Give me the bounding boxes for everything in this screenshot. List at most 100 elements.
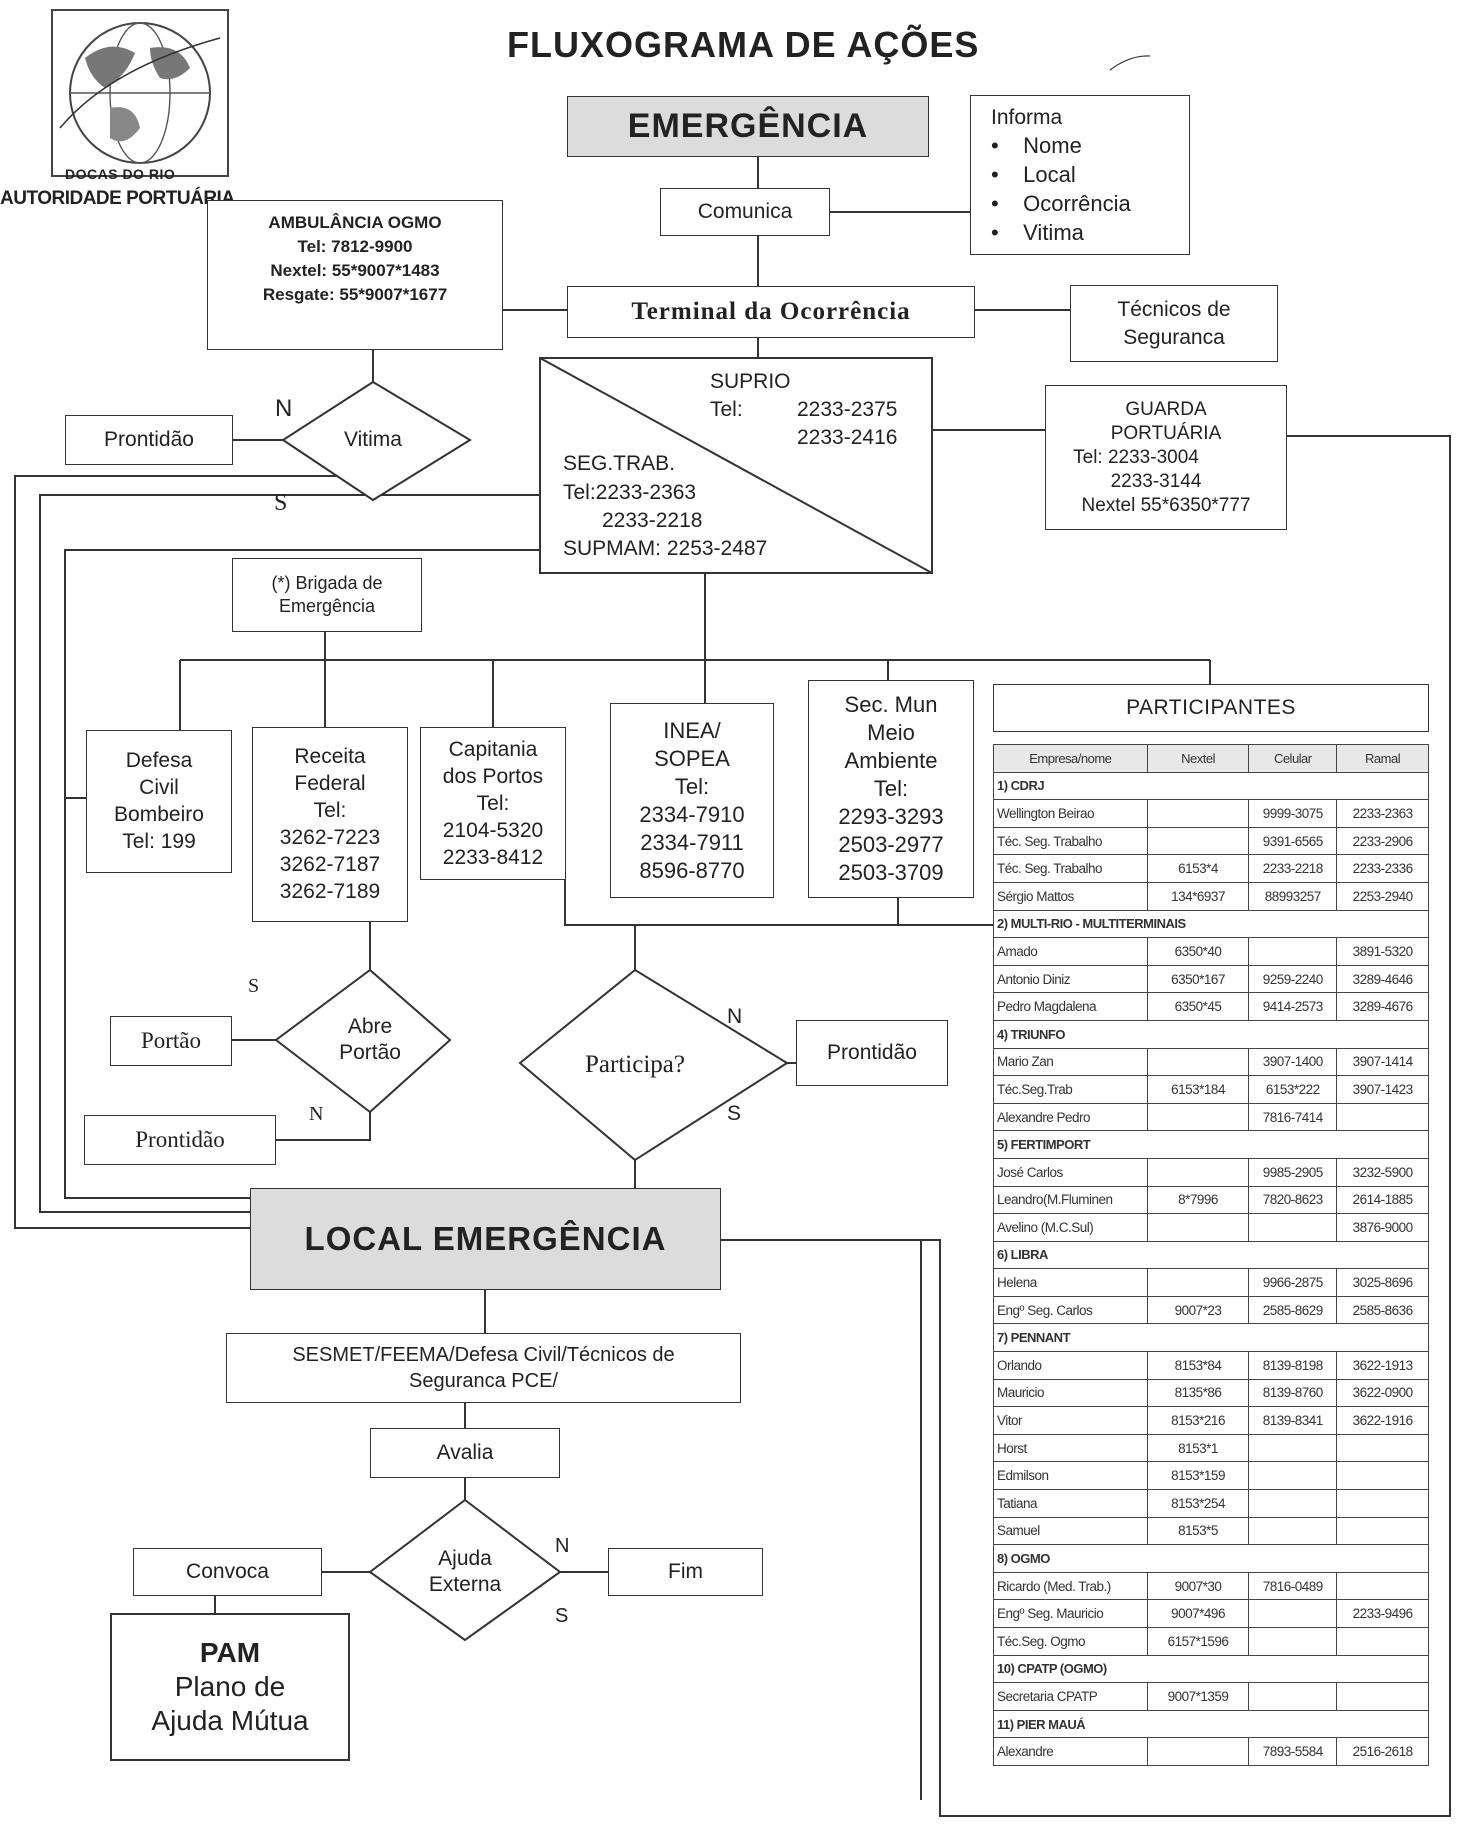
table-cell: Wellington Beirao <box>993 799 1148 828</box>
participantes-box: PARTICIPANTES <box>993 684 1429 732</box>
abre-portao-diamond <box>274 968 452 1114</box>
guarda-box: GUARDA PORTUÁRIA Tel: 2233-3004 2233-314… <box>1045 385 1287 530</box>
brigada-line2: Emergência <box>278 596 376 616</box>
sec-mun-line: 2293-3293 <box>838 804 944 829</box>
participa-label-wrap: Participa? <box>560 1045 710 1085</box>
table-group-label: 8) OGMO <box>993 1544 1429 1573</box>
receita-line: Federal <box>294 772 366 795</box>
supmam-label: SUPMAM: 2253-2487 <box>563 537 768 560</box>
sec-mun-line: Ambiente <box>844 748 938 773</box>
table-header-cell: Nextel <box>1146 744 1250 773</box>
sec-mun-line: Meio <box>867 720 915 745</box>
guarda-nextel: Nextel 55*6350*777 <box>1081 494 1251 516</box>
table-cell: Téc. Seg. Trabalho <box>993 854 1148 883</box>
receita-box: Receita Federal Tel: 3262-7223 3262-7187… <box>252 727 408 922</box>
table-cell: 2233-2336 <box>1336 854 1429 883</box>
ambulancia-title: AMBULÂNCIA OGMO <box>268 213 442 232</box>
globe-icon <box>51 9 229 177</box>
table-cell: 2253-2940 <box>1336 881 1429 911</box>
inea-line: 2334-7910 <box>639 801 745 827</box>
receita-line: 3262-7189 <box>279 880 381 903</box>
table-cell <box>1336 1627 1429 1656</box>
table-cell: Téc.Seg. Ogmo <box>993 1627 1148 1656</box>
suprio-tel-label: Tel: <box>710 398 743 421</box>
defesa-civil-box: Defesa Civil Bombeiro Tel: 199 <box>86 730 232 873</box>
table-cell: 8153*216 <box>1146 1406 1250 1435</box>
table-cell <box>1336 1516 1429 1546</box>
tecnicos-line1: Técnicos de <box>1117 297 1231 321</box>
sesmet-box: SESMET/FEEMA/Defesa Civil/Técnicos de Se… <box>226 1333 741 1403</box>
table-cell: 8153*254 <box>1146 1489 1250 1518</box>
table-cell: Téc.Seg.Trab <box>993 1075 1148 1104</box>
terminal-label: Terminal da Ocorrência <box>631 298 911 325</box>
table-cell: José Carlos <box>993 1157 1148 1187</box>
inea-line: Tel: <box>674 773 710 799</box>
ajuda-externa-diamond <box>368 1498 562 1642</box>
convoca-label: Convoca <box>186 1560 269 1583</box>
portao-box: Portão <box>110 1016 232 1066</box>
table-cell: 9966-2875 <box>1248 1268 1338 1297</box>
local-emergencia-box: LOCAL EMERGÊNCIA <box>250 1188 721 1290</box>
table-cell: 9259-2240 <box>1248 964 1338 994</box>
table-cell <box>1146 799 1250 828</box>
table-group-row: 6) LIBRA <box>993 1240 1429 1270</box>
table-cell <box>1248 1433 1338 1463</box>
page-title: FLUXOGRAMA DE AÇÕES <box>507 24 980 65</box>
ajuda-label-wrap: Ajuda Externa <box>405 1544 525 1600</box>
table-cell: Sérgio Mattos <box>993 881 1148 911</box>
defesa-line: Civil <box>139 776 179 799</box>
abre-portao-line1: Abre <box>347 1015 393 1038</box>
guarda-line1: GUARDA <box>1125 398 1207 420</box>
table-cell: 7816-0489 <box>1248 1571 1338 1601</box>
segtrab-tel2: 2233-2218 <box>602 509 703 532</box>
informa-box: Informa • Nome • Local • Ocorrência • Vi… <box>970 95 1190 255</box>
table-cell: 6153*184 <box>1146 1075 1250 1104</box>
convoca-box: Convoca <box>133 1548 322 1596</box>
table-group-row: 2) MULTI-RIO - MULTITERMINAIS <box>993 909 1429 939</box>
receita-line: 3262-7187 <box>279 853 381 876</box>
prontidao-top-box: Prontidão <box>65 415 233 465</box>
inea-box: INEA/ SOPEA Tel: 2334-7910 2334-7911 859… <box>610 703 774 898</box>
informa-item: • Vitima <box>991 220 1084 245</box>
suprio-title: SUPRIO <box>710 370 791 393</box>
suprio-tel1: 2233-2375 <box>797 398 898 421</box>
table-cell: 8139-8760 <box>1248 1378 1338 1408</box>
table-cell: 8135*86 <box>1146 1378 1250 1408</box>
table-cell <box>1146 1213 1250 1242</box>
table-cell <box>1146 1102 1250 1132</box>
table-cell: 3622-0900 <box>1336 1378 1429 1408</box>
table-cell: 2585-8629 <box>1248 1295 1338 1325</box>
inea-line: SOPEA <box>654 745 730 771</box>
table-cell <box>1146 1047 1250 1077</box>
ambulancia-nextel: Nextel: 55*9007*1483 <box>270 261 440 280</box>
brigada-box: (*) Brigada de Emergência <box>232 558 422 632</box>
comunica-box: Comunica <box>660 188 830 236</box>
vitima-label: Vitima <box>344 428 402 451</box>
ajuda-n-label: N <box>555 1535 570 1557</box>
emergencia-box: EMERGÊNCIA <box>567 96 929 157</box>
table-cell: 7893-5584 <box>1248 1737 1338 1766</box>
table-cell: 6350*45 <box>1146 992 1250 1021</box>
table-cell: Vitor <box>993 1406 1148 1435</box>
ambulancia-tel: Tel: 7812-9900 <box>297 237 413 256</box>
local-emergencia-label: LOCAL EMERGÊNCIA <box>304 1220 667 1257</box>
table-cell: 2614-1885 <box>1336 1185 1429 1215</box>
vitima-s-label: S <box>274 490 288 516</box>
informa-item: • Local <box>991 162 1076 187</box>
table-cell: 7816-7414 <box>1248 1102 1338 1132</box>
table-cell <box>1248 1489 1338 1518</box>
sec-mun-line: Sec. Mun <box>844 692 938 717</box>
vitima-label-wrap: Vitima <box>313 420 433 460</box>
table-cell: 3622-1913 <box>1336 1351 1429 1380</box>
guarda-tel1: Tel: 2233-3004 <box>1073 446 1199 468</box>
table-cell <box>1146 1268 1250 1297</box>
table-cell: Engº Seg. Mauricio <box>993 1599 1148 1628</box>
